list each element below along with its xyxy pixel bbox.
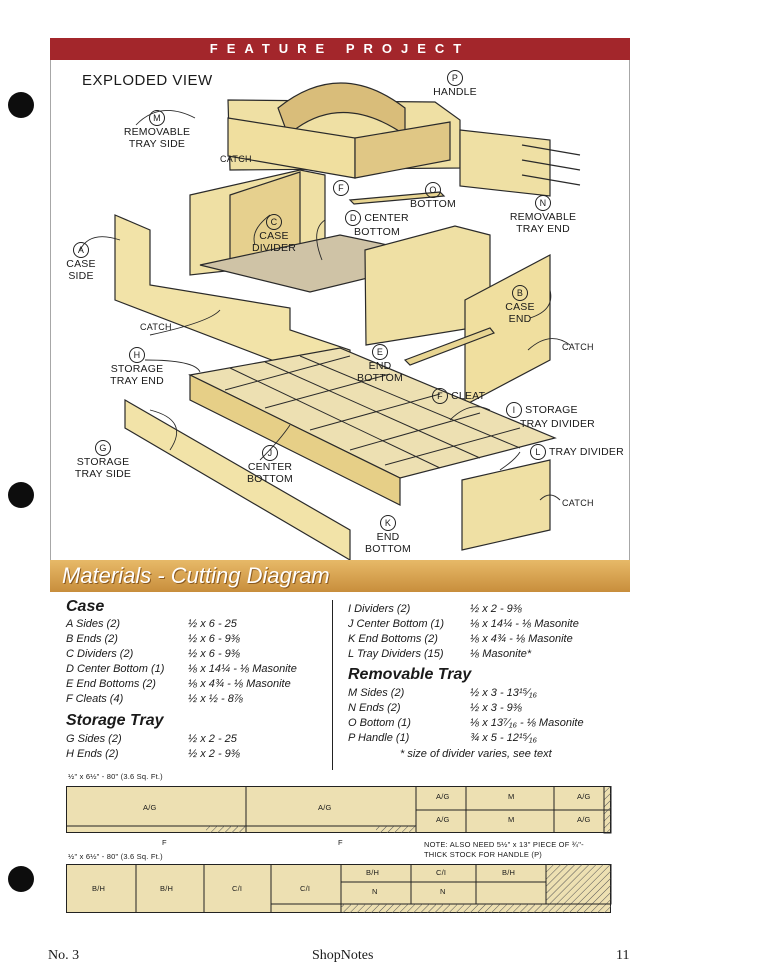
label-catch-left: CATCH: [140, 322, 172, 332]
feature-project-banner: FEATURE PROJECT: [50, 38, 630, 60]
handle-stock-note: NOTE: ALSO NEED 5½" x 13" PIECE OF ¾"-TH…: [424, 840, 584, 859]
board2-caption: ½" x 6½" - 80" (3.6 Sq. Ft.): [68, 852, 163, 861]
binder-hole-middle: [8, 482, 34, 508]
board-label: F: [338, 838, 343, 847]
storage-tray-heading: Storage Tray: [66, 712, 164, 729]
board-label: A/G: [577, 815, 591, 824]
board1-caption: ½" x 6½" - 80" (3.6 Sq. Ft.): [68, 772, 163, 781]
board-label: C/I: [300, 884, 311, 893]
board-label: A/G: [143, 803, 157, 812]
materials-title: Materials - Cutting Diagram: [62, 563, 330, 588]
publication-name: ShopNotes: [312, 948, 374, 963]
label-catch-right: CATCH: [562, 342, 594, 352]
cutting-board-2: [66, 864, 612, 913]
label-tray-divider: L TRAY DIVIDER: [530, 444, 626, 460]
board-label: M: [508, 792, 515, 801]
board-label: A/G: [577, 792, 591, 801]
binder-hole-bottom: [8, 866, 34, 892]
divider-footnote: * size of divider varies, see text: [400, 748, 552, 760]
label-cleat-top: F: [333, 180, 349, 196]
label-catch-top: CATCH: [220, 154, 252, 164]
board-label: C/I: [436, 868, 447, 877]
exploded-view-title: EXPLODED VIEW: [82, 72, 213, 89]
materials-header: Materials - Cutting Diagram: [50, 560, 630, 592]
label-catch-tray: CATCH: [562, 498, 594, 508]
materials-divider-line: [332, 600, 333, 770]
issue-number: No. 3: [48, 948, 80, 963]
board-label: B/H: [92, 884, 106, 893]
board-label: C/I: [232, 884, 243, 893]
board-label: F: [162, 838, 167, 847]
binder-hole-top: [8, 92, 34, 118]
board-label: M: [508, 815, 515, 824]
removable-tray-heading: Removable Tray: [348, 666, 472, 683]
board-label: B/H: [366, 868, 380, 877]
page-number: 11: [616, 948, 630, 963]
cutting-board-1: [66, 786, 612, 834]
board-label: N: [440, 887, 446, 896]
case-heading: Case: [66, 598, 105, 615]
board-label: N: [372, 887, 378, 896]
exploded-view-drawing: [79, 82, 581, 560]
board-label: B/H: [502, 868, 516, 877]
board-label: B/H: [160, 884, 174, 893]
label-cleat: F CLEAT: [432, 388, 492, 404]
board-label: A/G: [318, 803, 332, 812]
board-label: A/G: [436, 815, 450, 824]
board-label: A/G: [436, 792, 450, 801]
